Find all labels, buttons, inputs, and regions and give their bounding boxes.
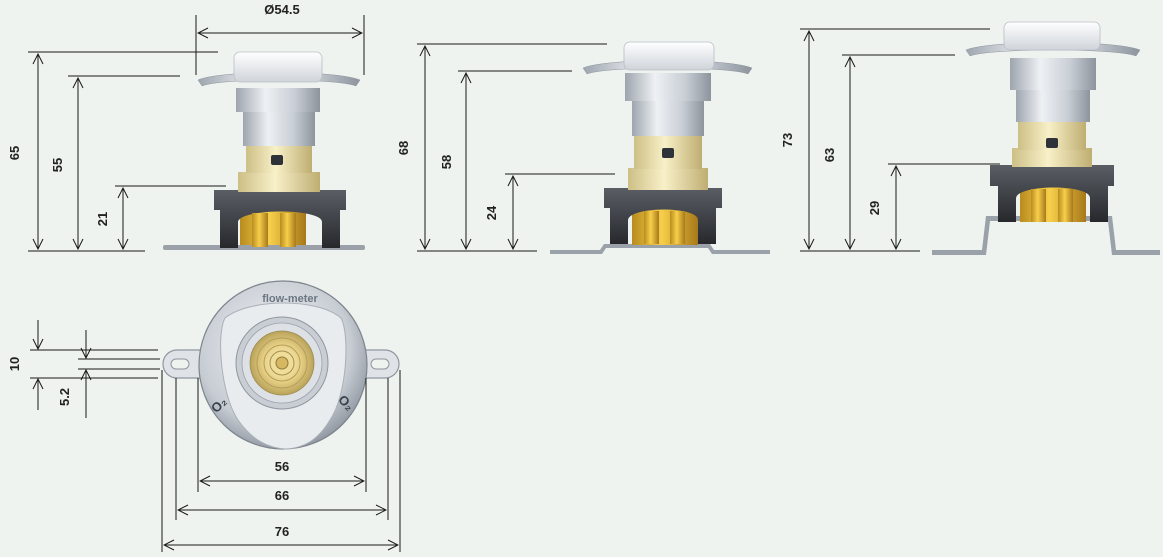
- base-height-label-2: 24: [484, 205, 499, 220]
- outlet-body-3: [932, 21, 1160, 255]
- flange-height-label-3: 63: [822, 148, 837, 162]
- flange-height-label-1: 55: [50, 158, 65, 172]
- brand-text: flow-meter: [262, 293, 318, 305]
- total-height-label-3: 73: [780, 133, 795, 147]
- outer-width-label: 76: [275, 524, 289, 539]
- inner-width-label: 56: [275, 459, 289, 474]
- total-height-label-2: 68: [396, 141, 411, 155]
- top-view: flow-meter O₂ O₂ 10 5.2 56: [7, 280, 401, 552]
- flange-height-label-2: 58: [439, 155, 454, 169]
- outlet-top-body: [162, 280, 400, 450]
- base-height-label-1: 21: [95, 212, 110, 226]
- base-height-label-3: 29: [867, 201, 882, 215]
- top-view-dimension-lines: [30, 320, 401, 552]
- mid-width-label: 66: [275, 488, 289, 503]
- tab-width-label: 10: [7, 357, 22, 371]
- total-height-label-1: 65: [7, 146, 22, 160]
- dimension-lines-2: [417, 43, 615, 252]
- dimension-lines-1: [28, 15, 365, 252]
- side-view-3: 73 63 29: [780, 21, 1160, 255]
- outlet-body-2: [550, 41, 770, 254]
- dimension-lines-3: [800, 28, 1000, 252]
- hole-label: 5.2: [57, 388, 72, 406]
- diameter-label: Ø54.5: [264, 2, 299, 17]
- outlet-body-1: [163, 51, 365, 250]
- side-view-1: Ø54.5 65 55 21: [7, 2, 365, 252]
- side-view-2: 68 58 24: [396, 41, 770, 254]
